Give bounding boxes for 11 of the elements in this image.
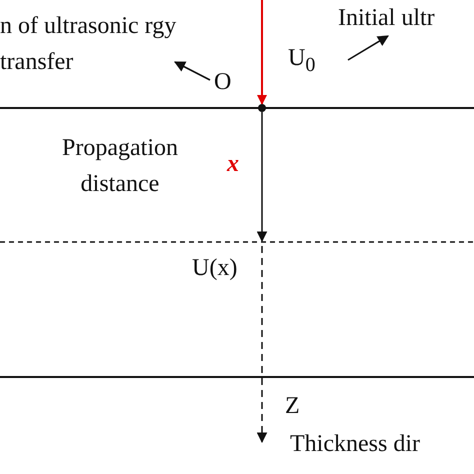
variable-label: x [227,150,239,179]
leader-arrow [174,61,210,81]
axis-label: Z [285,392,300,421]
annotation-text: Initial ultr [338,0,435,36]
annotation-text: n of ultrasonic rgy transfer [0,8,185,80]
axis-label: Propagation distance [61,134,179,199]
leader-arrow [348,35,389,61]
amplitude-label: U(x) [192,254,238,283]
origin-label: O [214,64,232,100]
amplitude-label: U$_{0}$ [288,40,316,83]
axis-label: Thickness dir [290,430,420,459]
